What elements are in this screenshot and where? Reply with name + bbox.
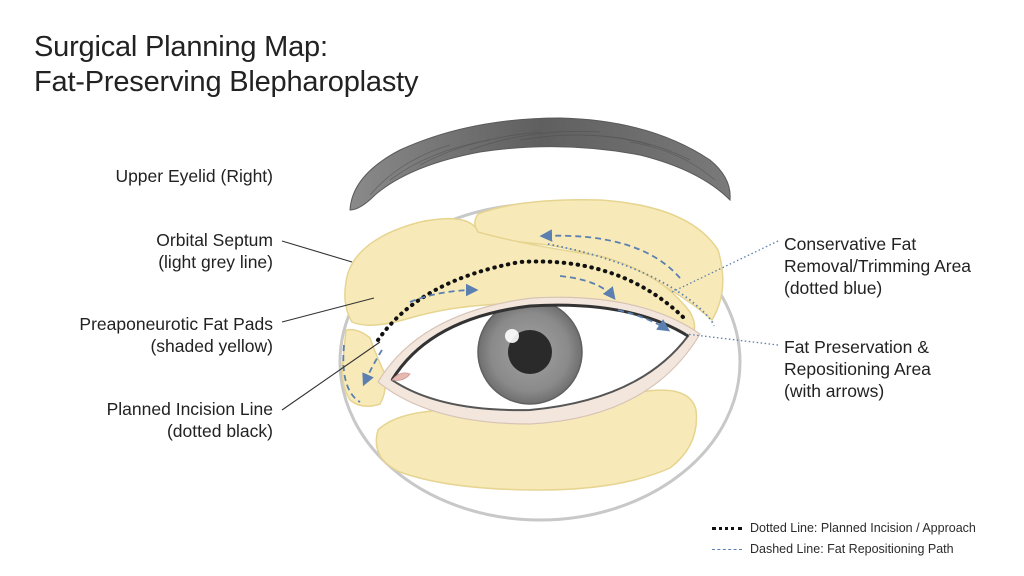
preservation-subtext: (with arrows) [784, 381, 885, 401]
fat-pads-subtext: (shaded yellow) [150, 336, 273, 356]
leader-septum [281, 240, 353, 263]
legend-dotted-swatch [712, 526, 742, 530]
leader-lines [281, 240, 381, 411]
trimming-subtext: (dotted blue) [784, 278, 883, 298]
arrow-lower [617, 309, 671, 332]
label-upper-eyelid: Upper Eyelid (Right) [60, 165, 273, 187]
upper-eyelid-text: Upper Eyelid (Right) [115, 166, 273, 186]
pupil-highlight [505, 329, 519, 343]
preservation-text: Fat Preservation & [784, 337, 929, 357]
trimming-text: Conservative Fat [784, 234, 917, 254]
arrow-mid [559, 275, 616, 300]
leader-preservation [685, 333, 779, 346]
legend-dotted: Dotted Line: Planned Incision / Approach [712, 521, 976, 535]
arrow-left [409, 283, 479, 303]
eyebrow [349, 117, 731, 211]
arrow-medial [362, 349, 383, 387]
upper-lash-line [390, 303, 689, 381]
legend-dashed: Dashed Line: Fat Repositioning Path [712, 542, 954, 556]
label-fat-pads: Preaponeurotic Fat Pads (shaded yellow) [20, 313, 273, 357]
repositioning-arrows [342, 229, 681, 403]
incision-subtext: (dotted black) [166, 421, 273, 441]
trimming-text-2: Removal/Trimming Area [784, 256, 972, 276]
incision-text: Planned Incision Line [106, 399, 273, 419]
tear-duct [391, 372, 411, 381]
label-incision: Planned Incision Line (dotted black) [40, 398, 273, 442]
title-line-1: Surgical Planning Map: [34, 31, 328, 63]
label-preservation: Fat Preservation & Repositioning Area (w… [784, 336, 931, 402]
preservation-text-2: Repositioning Area [784, 359, 931, 379]
title-line-2: Fat-Preserving Blepharoplasty [34, 66, 419, 98]
leader-incision [281, 341, 381, 411]
incision-dotted-line [376, 259, 686, 342]
orbital-septum-subtext: (light grey line) [158, 252, 273, 272]
legend-dashed-text: Dashed Line: Fat Repositioning Path [750, 542, 954, 556]
page-title: Surgical Planning Map: Fat-Preserving Bl… [34, 30, 418, 100]
leader-lines-blue [671, 240, 779, 346]
label-trimming: Conservative Fat Removal/Trimming Area (… [784, 233, 971, 299]
trimming-dotted-blue [547, 243, 715, 327]
fat-pads-text: Preaponeurotic Fat Pads [79, 314, 273, 334]
eye [377, 296, 701, 425]
legend-dashed-swatch [712, 548, 742, 550]
pupil [508, 330, 552, 374]
legend-dotted-text: Dotted Line: Planned Incision / Approach [750, 521, 976, 535]
orbital-septum-text: Orbital Septum [156, 230, 273, 250]
label-orbital-septum: Orbital Septum (light grey line) [40, 229, 273, 273]
leader-fat-pads [281, 297, 375, 323]
arrow-top [539, 229, 681, 279]
